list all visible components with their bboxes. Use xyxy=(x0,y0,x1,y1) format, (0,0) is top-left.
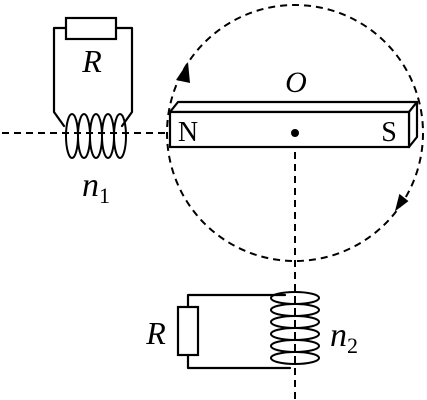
rotation-arrow-lower xyxy=(394,193,409,212)
north-pole-label: N xyxy=(178,117,198,148)
south-pole-label: S xyxy=(381,117,397,148)
bottom-resistor xyxy=(176,305,200,357)
magnet-top-face xyxy=(168,100,419,114)
rotation-arrow-upper xyxy=(176,62,190,83)
top-coil xyxy=(65,113,127,159)
bottom-circuit xyxy=(176,291,320,370)
center-label: O xyxy=(285,66,307,99)
coil-n1-label: n1 xyxy=(82,167,110,208)
dashed-rotation-circle xyxy=(166,4,424,262)
top-circuit xyxy=(52,16,134,159)
coil-n1-subscript: 1 xyxy=(99,183,110,208)
center-point xyxy=(291,129,299,137)
coil-n2-base: n xyxy=(330,317,347,354)
bottom-resistor-label: R xyxy=(145,315,166,351)
magnet-side-face xyxy=(407,100,419,149)
coil-n2-label: n2 xyxy=(330,317,358,358)
top-resistor-label: R xyxy=(81,43,102,79)
bottom-coil xyxy=(270,291,320,365)
coil-n2-subscript: 2 xyxy=(347,333,358,358)
top-circuit-wire xyxy=(52,26,134,128)
bottom-circuit-wire xyxy=(186,293,292,370)
coil-n1-base: n xyxy=(82,167,99,204)
magnet-front-face xyxy=(168,110,411,149)
top-resistor xyxy=(64,16,118,41)
bar-magnet xyxy=(168,100,419,149)
